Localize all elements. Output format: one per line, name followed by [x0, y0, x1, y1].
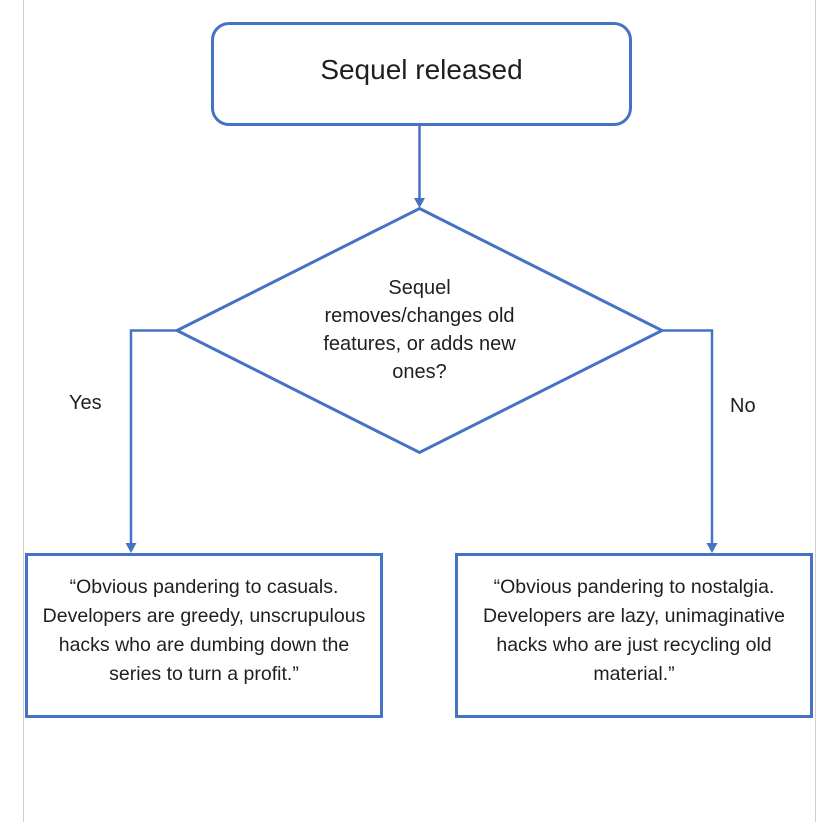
outcome-no-line: hacks who are just recycling old: [496, 633, 772, 656]
outcome-yes-line: “Obvious pandering to casuals.: [69, 575, 339, 598]
decision-label-line: features, or adds new: [323, 333, 516, 355]
outcome-node-yes[interactable]: “Obvious pandering to casuals. Developer…: [25, 553, 383, 718]
arrowhead-yes: [125, 543, 137, 553]
decision-label-line: removes/changes old: [324, 305, 515, 327]
outcome-no-line: Developers are lazy, unimaginative: [482, 604, 786, 627]
outcome-yes-line: Developers are greedy, unscrupulous: [42, 604, 366, 627]
decision-label-line: Sequel: [388, 277, 451, 299]
outcome-yes-line: series to turn a profit.”: [109, 662, 299, 685]
outcome-no-line: material.”: [593, 662, 675, 685]
outcome-no-text: “Obvious pandering to nostalgia. Develop…: [483, 573, 785, 689]
outcome-yes-line: hacks who are dumbing down the: [58, 633, 350, 656]
outcome-no-line: “Obvious pandering to nostalgia.: [493, 575, 775, 598]
page-edge-left: [23, 0, 24, 822]
outcome-node-no[interactable]: “Obvious pandering to nostalgia. Develop…: [455, 553, 813, 718]
arrowhead-no: [706, 543, 718, 553]
decision-label: Sequel removes/changes old features, or …: [269, 274, 570, 386]
arrowhead-decision: [414, 198, 425, 208]
start-node-label: Sequel released: [320, 54, 523, 85]
connector-yes: [129, 329, 177, 544]
start-node[interactable]: Sequel released: [211, 22, 632, 126]
branch-label-no: No: [730, 395, 756, 417]
decision-label-line: ones?: [392, 361, 447, 383]
decision-shape[interactable]: [173, 206, 666, 455]
branch-label-yes: Yes: [69, 392, 102, 414]
page-edge-right: [815, 0, 816, 822]
outcome-yes-text: “Obvious pandering to casuals. Developer…: [43, 573, 366, 689]
connector-no: [662, 329, 714, 544]
